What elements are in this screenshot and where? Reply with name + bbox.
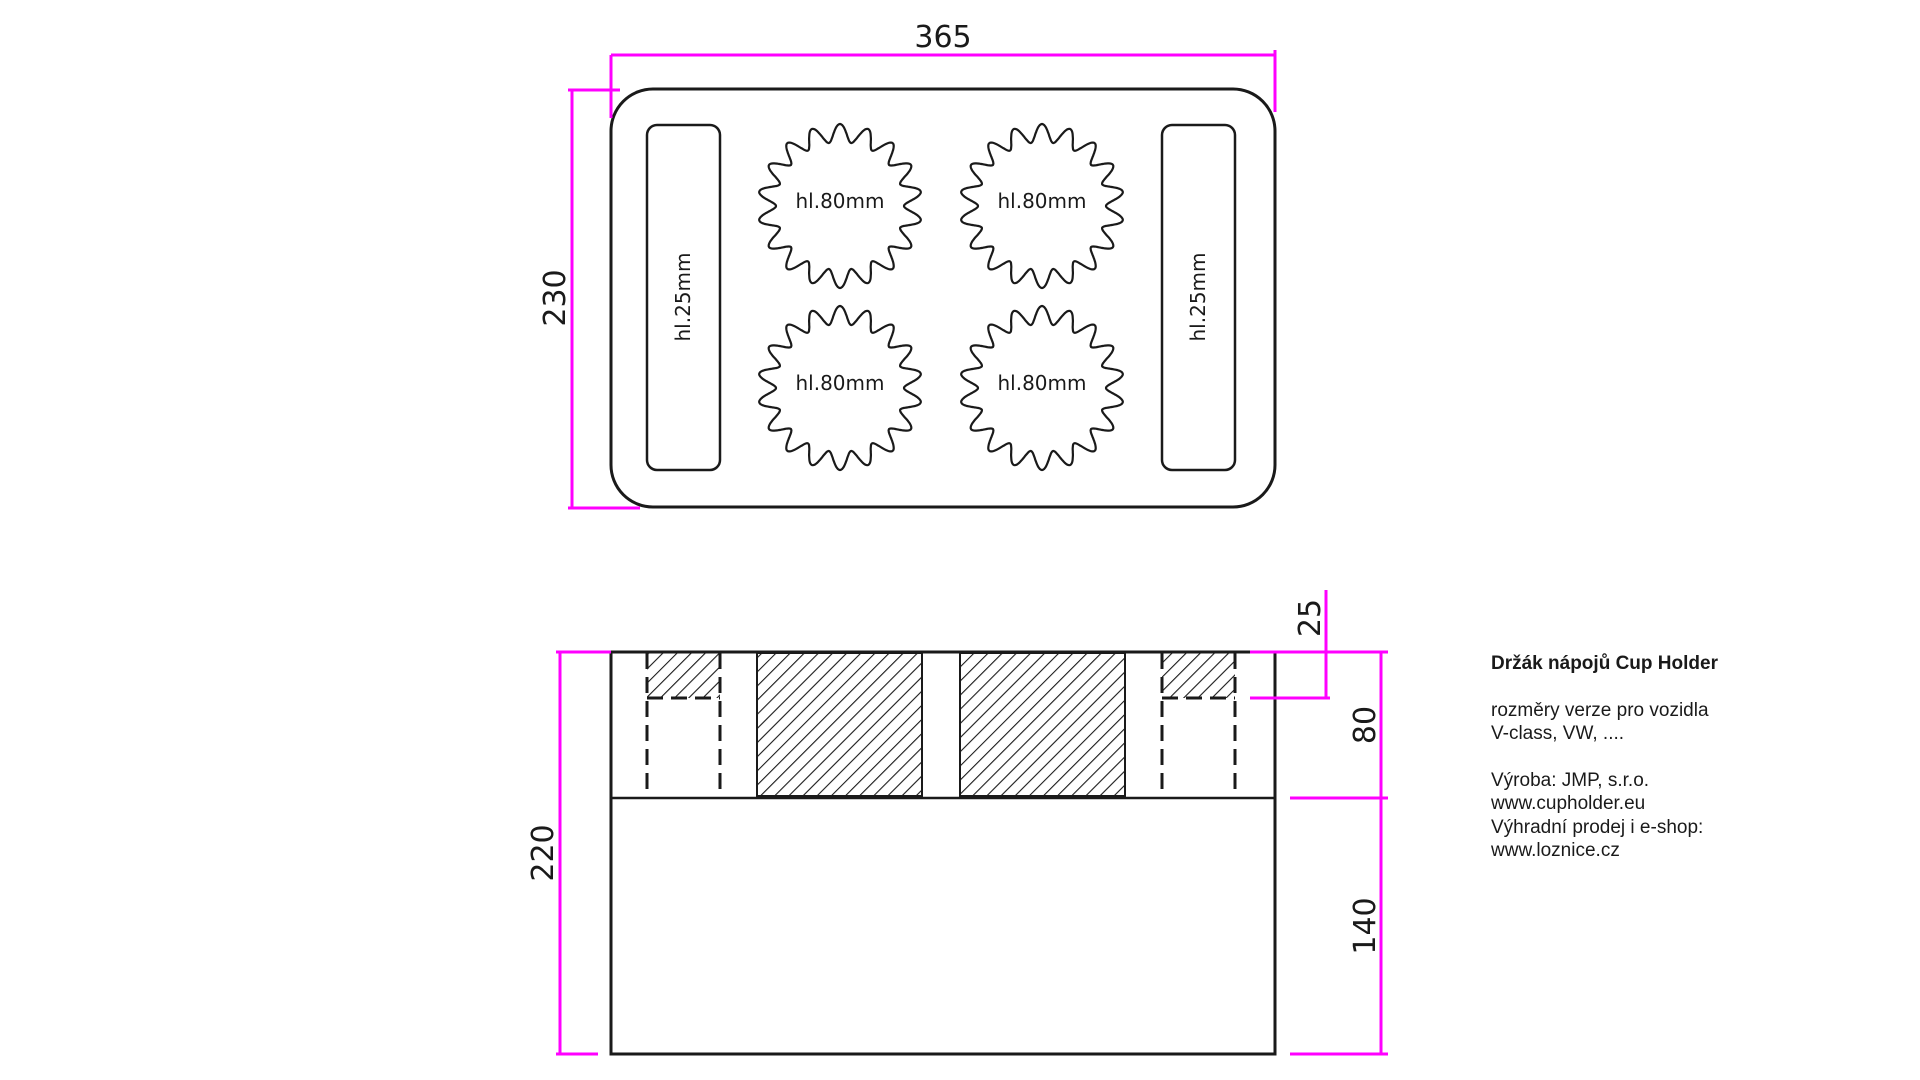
side-view-outline — [609, 650, 1277, 1056]
lower-height-label: 140 — [1348, 897, 1383, 954]
upper-lower-height-dimension — [1290, 652, 1388, 1056]
right-slot-depth-label: hl.25mm — [1186, 252, 1210, 341]
upper-height-label: 80 — [1348, 706, 1383, 744]
right-slot — [1160, 123, 1237, 472]
product-info: Držák nápojů Cup Holder rozměry verze pr… — [1491, 652, 1911, 863]
cup-depth-label: hl.80mm — [997, 371, 1086, 395]
recess-depth-dimension — [1250, 590, 1388, 700]
info-line: Výhradní prodej i e-shop: — [1491, 816, 1704, 838]
left-slot-depth-label: hl.25mm — [671, 252, 695, 341]
width-dimension — [609, 50, 1277, 118]
total-height-dimension — [556, 650, 611, 1056]
cup-holder-bottom-right — [960, 304, 1124, 472]
side-view: 220 25 80 140 — [526, 590, 1388, 1056]
product-title: Držák nápojů Cup Holder — [1491, 653, 1718, 674]
height-dimension — [568, 88, 640, 510]
info-line: Výroba: JMP, s.r.o. — [1491, 769, 1650, 791]
total-height-label: 220 — [526, 824, 561, 881]
info-line: V-class, VW, .... — [1491, 723, 1625, 744]
top-view-outline — [609, 87, 1277, 509]
slot-hidden-lines — [645, 653, 1237, 798]
cup-holder-bottom-left — [758, 304, 922, 472]
website-link[interactable]: www.cupholder.eu — [1491, 793, 1646, 814]
cup-section-right — [959, 652, 1126, 797]
info-line: rozměry verze pro vozidla — [1491, 699, 1709, 721]
left-slot — [645, 123, 722, 472]
cup-section-left — [756, 652, 923, 797]
height-dimension-label: 230 — [538, 269, 573, 326]
cup-depth-label: hl.80mm — [795, 371, 884, 395]
recess-depth-label: 25 — [1293, 599, 1328, 637]
width-dimension-label: 365 — [914, 20, 971, 55]
eshop-link[interactable]: www.loznice.cz — [1491, 840, 1620, 861]
slot-section-left — [647, 653, 720, 698]
cup-holder-top-right — [960, 122, 1124, 290]
top-view: hl.25mm hl.25mm hl.80mm hl.80mm hl.80mm … — [538, 20, 1277, 510]
cup-depth-label: hl.80mm — [997, 189, 1086, 213]
cup-holder-top-left — [758, 122, 922, 290]
cup-depth-label: hl.80mm — [795, 189, 884, 213]
slot-section-right — [1162, 653, 1235, 698]
